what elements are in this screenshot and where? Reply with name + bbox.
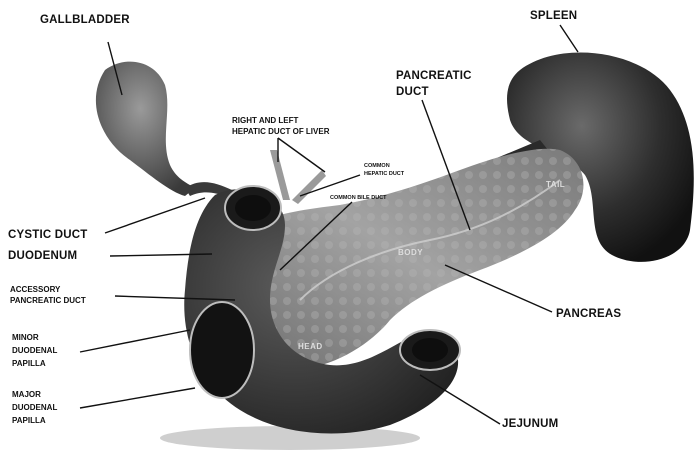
- duodenum-opening-side: [190, 302, 254, 398]
- label-minor-line3: PAPILLA: [12, 359, 46, 368]
- hepatic-duct-left: [292, 170, 326, 204]
- label-minor-line1: MINOR: [12, 333, 39, 342]
- label-jejunum: JEJUNUM: [502, 418, 558, 431]
- gallbladder-shape: [96, 62, 195, 196]
- label-major-line1: MAJOR: [12, 390, 41, 399]
- label-head: HEAD: [298, 342, 323, 351]
- label-common-bile-duct: COMMON BILE DUCT: [330, 195, 387, 201]
- label-major-line2: DUODENAL: [12, 403, 57, 412]
- label-hepatic-duct-line1: RIGHT AND LEFT: [232, 116, 298, 125]
- label-minor-line2: DUODENAL: [12, 346, 57, 355]
- label-hepatic-duct-line2: HEPATIC DUCT OF LIVER: [232, 127, 329, 136]
- label-gallbladder: GALLBLADDER: [40, 14, 130, 27]
- label-accessory-line2: PANCREATIC DUCT: [10, 296, 86, 305]
- label-common-hepatic-line2: HEPATIC DUCT: [364, 171, 404, 177]
- label-major-line3: PAPILLA: [12, 416, 46, 425]
- label-tail: TAIL: [546, 180, 565, 189]
- label-accessory-line1: ACCESSORY: [10, 285, 60, 294]
- label-pancreatic-duct-line2: DUCT: [396, 86, 429, 99]
- label-spleen: SPLEEN: [530, 10, 577, 23]
- label-common-hepatic-line1: COMMON: [364, 163, 390, 169]
- label-cystic-duct: CYSTIC DUCT: [8, 229, 88, 242]
- label-pancreatic-duct-line1: PANCREATIC: [396, 70, 472, 83]
- ground-shadow: [160, 426, 420, 450]
- label-duodenum: DUODENUM: [8, 250, 77, 263]
- label-body: BODY: [398, 248, 423, 257]
- label-pancreas: PANCREAS: [556, 308, 621, 321]
